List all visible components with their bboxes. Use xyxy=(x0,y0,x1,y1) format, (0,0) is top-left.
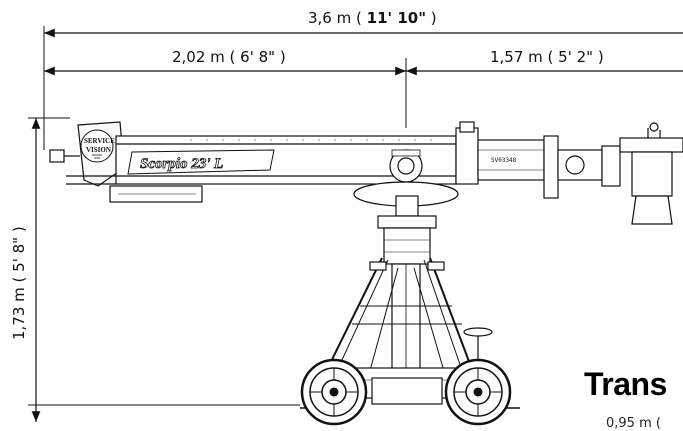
service-vision-logo: SERVICE VISION xyxy=(80,129,115,163)
dolly-wheel-left xyxy=(300,358,368,426)
dimension-height: 1,73 m ( 5' 8" ) xyxy=(10,117,300,422)
serial-plate: SV03348 xyxy=(491,157,517,164)
height-label: 1,73 m ( 5' 8" ) xyxy=(10,226,28,340)
dimension-total-length: 3,6 m ( 11' 10" ) xyxy=(43,9,683,150)
dimension-front-section: 1,57 m ( 5' 2" ) xyxy=(405,48,683,128)
total-length-label: 3,6 m ( 11' 10" ) xyxy=(308,9,437,27)
model-name: Scorpio 23' L xyxy=(140,156,223,172)
transport-dimension: 0,95 m ( xyxy=(606,416,661,431)
rear-section-label: 2,02 m ( 6' 8" ) xyxy=(172,48,286,66)
front-section-label: 1,57 m ( 5' 2" ) xyxy=(490,48,604,66)
dimension-rear-section: 2,02 m ( 6' 8" ) xyxy=(44,48,406,76)
transport-heading: Trans xyxy=(584,366,667,402)
dolly-wheel-right xyxy=(444,358,512,426)
svg-text:SERVICE: SERVICE xyxy=(84,137,115,145)
svg-text:VISION: VISION xyxy=(86,146,111,154)
crane-arm xyxy=(49,121,683,225)
